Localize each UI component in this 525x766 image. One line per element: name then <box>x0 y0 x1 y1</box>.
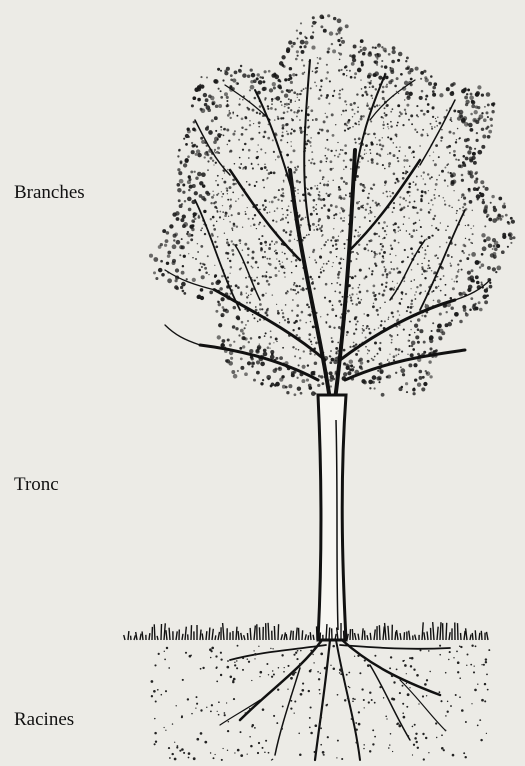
label-trunk: Tronc <box>14 474 59 496</box>
tree-roots <box>220 640 450 760</box>
tree-trunk <box>318 395 346 640</box>
label-roots: Racines <box>14 709 74 731</box>
ground-grass <box>124 622 488 640</box>
soil-stipple <box>151 645 491 761</box>
label-branches: Branches <box>14 182 85 204</box>
tree-crown-foliage <box>149 14 516 396</box>
